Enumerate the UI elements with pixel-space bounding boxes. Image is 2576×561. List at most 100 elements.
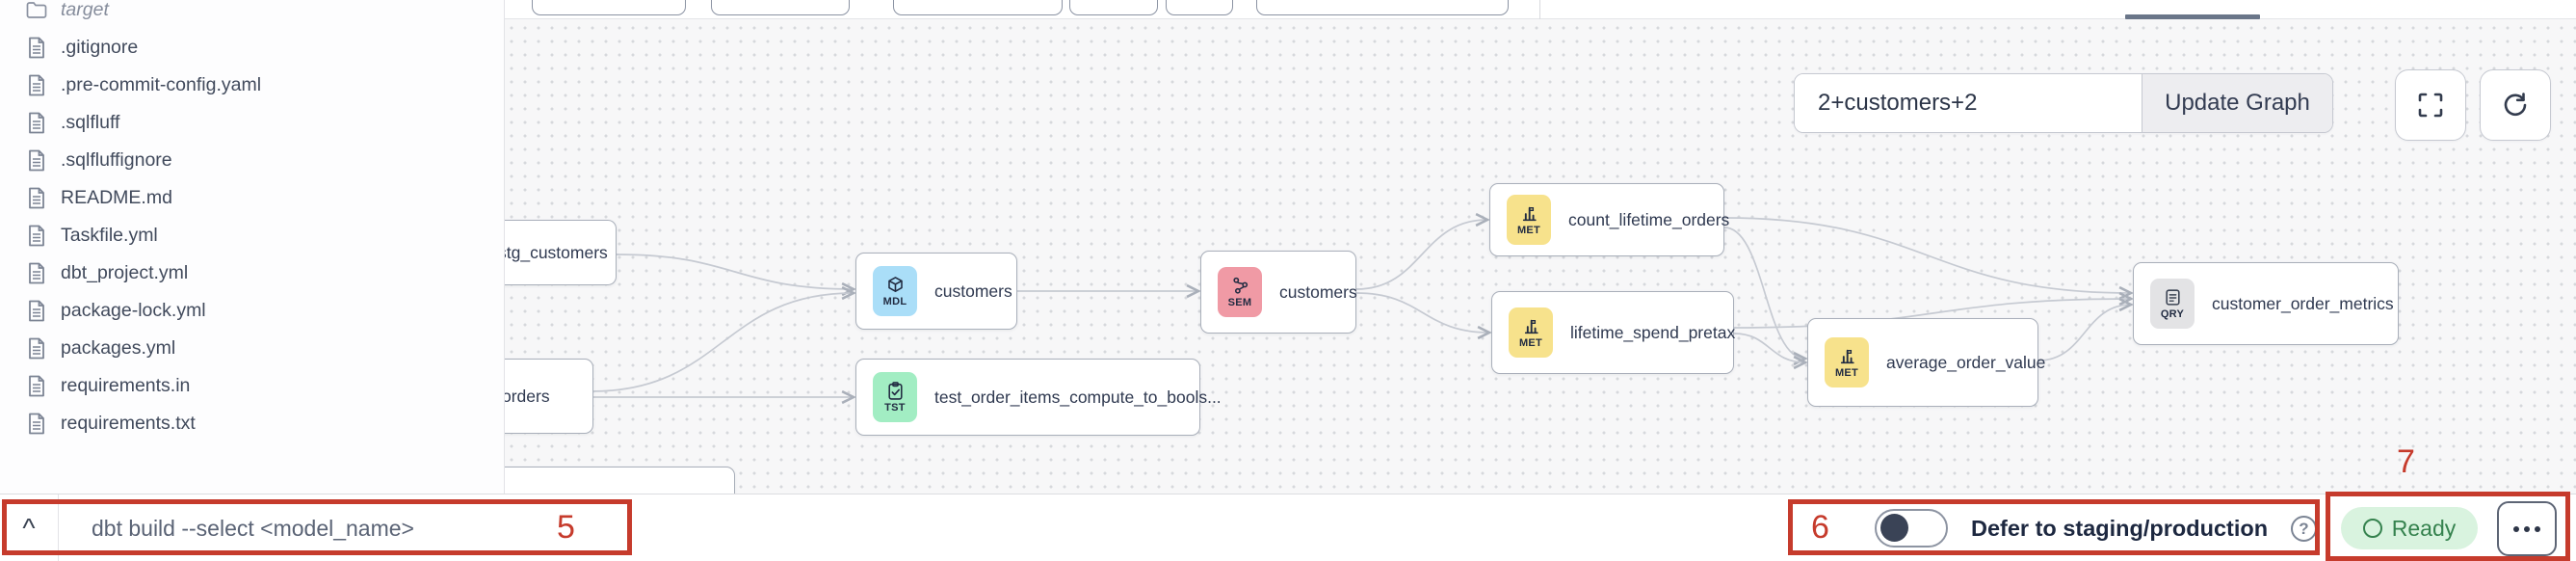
defer-label: Defer to staging/production — [1971, 516, 2269, 541]
file-row-readme-md[interactable]: README.md — [0, 179, 504, 217]
graph-node-label: average_order_value — [1886, 352, 2046, 372]
file-explorer-sidebar: target .gitignore .pre-commit-config.yaml.… — [0, 0, 505, 494]
graph-node-customers_model[interactable]: MDL customers — [855, 253, 1017, 330]
graph-node-label: customer_order_metrics — [2212, 293, 2394, 313]
file-icon — [26, 374, 47, 398]
checklist-icon — [885, 381, 906, 401]
file-row--pre-commit-config-yaml[interactable]: .pre-commit-config.yaml — [0, 67, 504, 104]
file-icon — [26, 36, 47, 60]
node-type-code: MET — [1518, 337, 1543, 349]
query-icon — [2163, 287, 2183, 307]
file-row-package-lock-yml[interactable]: package-lock.yml — [0, 292, 504, 330]
chart-icon — [1521, 316, 1541, 336]
graph-node-average_order_value[interactable]: MET average_order_value — [1807, 318, 2045, 407]
refresh-icon — [2504, 93, 2527, 117]
status-badge[interactable]: Ready — [2341, 507, 2478, 549]
status-label: Ready — [2391, 515, 2457, 541]
graph-selector-input[interactable] — [1795, 74, 2142, 132]
toolbar-button-fragment[interactable] — [893, 0, 1063, 15]
file-row-requirements-txt[interactable]: requirements.txt — [0, 405, 504, 442]
file-icon — [26, 299, 47, 323]
chevron-up-icon[interactable]: ^ — [6, 494, 52, 561]
node-type-code: MDL — [882, 296, 907, 307]
fullscreen-button[interactable] — [2395, 69, 2466, 141]
file-icon — [26, 336, 47, 361]
node-type-code: QRY — [2160, 308, 2185, 320]
graph-node-label: orders — [502, 386, 550, 406]
toolbar-button-fragment[interactable] — [1069, 0, 1158, 15]
chart-icon-badge: MET — [1825, 337, 1869, 387]
node-type-code: TST — [884, 402, 906, 414]
file-list: target .gitignore .pre-commit-config.yaml.… — [0, 0, 504, 442]
graph-node-label: customers — [934, 280, 1012, 301]
update-graph-button[interactable]: Update Graph — [2142, 74, 2332, 132]
file-name: package-lock.yml — [61, 300, 206, 321]
file-name: target — [61, 0, 109, 20]
graph-node-count_lifetime_orders[interactable]: MET count_lifetime_orders — [1489, 183, 1729, 256]
query-icon-badge: QRY — [2150, 279, 2195, 329]
file-name: Taskfile.yml — [61, 225, 158, 246]
toolbar-button-fragment[interactable] — [532, 0, 686, 15]
toolbar-divider — [1539, 0, 1540, 19]
file-row--sqlfluff[interactable]: .sqlfluff — [0, 104, 504, 142]
file-row-dbt-project-yml[interactable]: dbt_project.yml — [0, 254, 504, 292]
top-toolbar-strip — [505, 0, 2576, 19]
more-options-button[interactable] — [2497, 501, 2557, 556]
file-name: requirements.txt — [61, 413, 196, 434]
file-row-taskfile-yml[interactable]: Taskfile.yml — [0, 217, 504, 254]
folder-icon — [26, 1, 47, 19]
graph-node-label: lifetime_spend_pretax — [1570, 322, 1736, 342]
graph-selector-group: Update Graph — [1794, 73, 2333, 133]
active-tab-indicator — [2125, 14, 2260, 19]
chart-icon — [1837, 346, 1857, 366]
chart-icon — [1519, 203, 1539, 224]
file-name: README.md — [61, 187, 172, 208]
ellipsis-icon — [2513, 525, 2519, 532]
toggle-knob — [1880, 514, 1908, 542]
file-icon — [26, 186, 47, 210]
toolbar-button-fragment[interactable] — [1256, 0, 1509, 15]
file-name: dbt_project.yml — [61, 262, 189, 283]
help-icon[interactable]: ? — [2291, 516, 2317, 542]
file-row-requirements-in[interactable]: requirements.in — [0, 367, 504, 405]
status-circle-icon — [2362, 519, 2382, 538]
cube-icon-badge: MDL — [873, 266, 917, 316]
file-name: .sqlfluff — [61, 112, 120, 133]
file-row-packages-yml[interactable]: packages.yml — [0, 330, 504, 367]
node-type-code: MET — [1516, 225, 1541, 236]
file-name: requirements.in — [61, 375, 191, 396]
command-bar-divider — [58, 494, 59, 561]
dbt-command-input[interactable] — [92, 494, 592, 561]
chart-icon-badge: MET — [1507, 195, 1551, 245]
graph-node-label: stg_customers — [498, 242, 608, 262]
file-row--sqlfluffignore[interactable]: .sqlfluffignore — [0, 142, 504, 179]
command-bar: ^ Defer to staging/production ? Ready — [0, 494, 2576, 561]
graph-node-customer_order_metrics[interactable]: QRY customer_order_metrics — [2133, 262, 2399, 345]
defer-toggle[interactable] — [1875, 509, 1948, 548]
file-icon — [26, 224, 47, 248]
file-name: .pre-commit-config.yaml — [61, 74, 262, 95]
file-name: .sqlfluffignore — [61, 149, 172, 171]
file-icon — [26, 261, 47, 285]
node-type-code: SEM — [1227, 297, 1252, 308]
file-row-target[interactable]: target — [0, 0, 504, 29]
file-name: packages.yml — [61, 337, 176, 359]
toolbar-button-fragment[interactable] — [711, 0, 850, 15]
graph-node-lifetime_spend_pretax[interactable]: MET lifetime_spend_pretax — [1491, 291, 1736, 374]
file-icon — [26, 148, 47, 173]
refresh-button[interactable] — [2480, 69, 2551, 141]
node-type-code: MET — [1834, 367, 1859, 379]
file-icon — [26, 111, 47, 135]
chart-icon-badge: MET — [1509, 307, 1553, 358]
toolbar-button-fragment[interactable] — [1166, 0, 1233, 15]
graph-node-label: count_lifetime_orders — [1568, 209, 1730, 229]
cube-icon — [885, 275, 906, 295]
fullscreen-icon — [2418, 93, 2443, 118]
checklist-icon-badge: TST — [873, 372, 917, 422]
file-name: .gitignore — [61, 37, 139, 58]
file-row--gitignore[interactable]: .gitignore — [0, 29, 504, 67]
branch-icon-badge: SEM — [1218, 267, 1262, 317]
branch-icon — [1230, 276, 1250, 296]
